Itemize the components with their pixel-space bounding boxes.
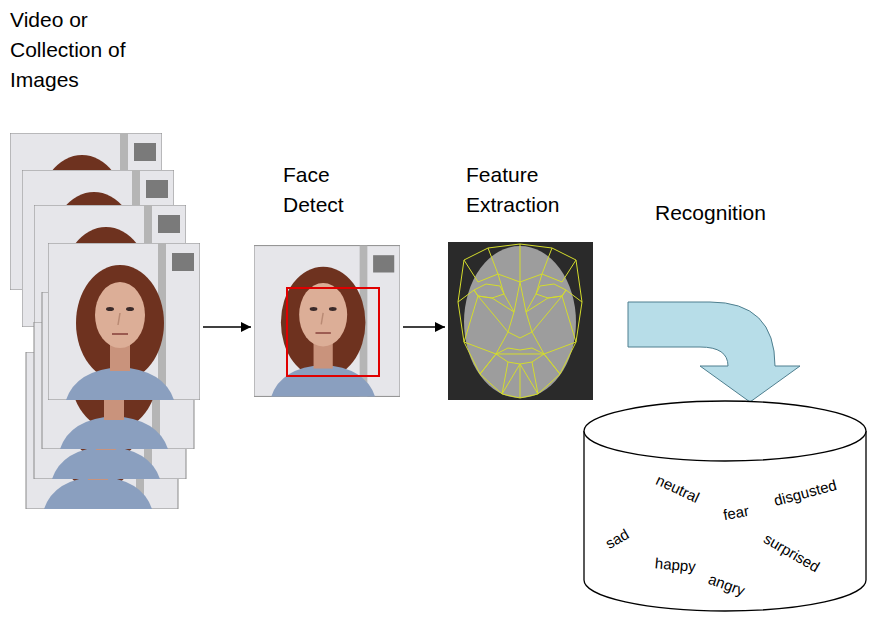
face-detect-step: Face Detect	[254, 160, 400, 400]
face-box	[287, 288, 379, 376]
step-heading: Recognition	[655, 198, 766, 228]
step-heading: Video or Collection of Images	[10, 5, 155, 95]
arrow-head	[241, 322, 251, 332]
video-frame	[48, 243, 200, 400]
curved-block-arrow	[628, 302, 800, 402]
emotion-database: neutralfeardisgustedsadhappyangrysurpris…	[583, 400, 867, 612]
flow-arrow	[203, 322, 251, 332]
step-heading: Feature Extraction	[466, 160, 586, 220]
feature-mesh	[448, 242, 593, 400]
cylinder-top	[584, 401, 866, 461]
block-arrow	[628, 302, 800, 402]
flow-arrow	[403, 322, 445, 332]
arrow-head	[435, 322, 445, 332]
mesh-lines	[458, 244, 582, 398]
feature-step: Feature Extraction	[448, 160, 593, 400]
mesh-ground	[448, 242, 593, 400]
emotion-label: happy	[654, 554, 696, 574]
detect-photo	[254, 246, 400, 397]
video-frames: Video or Collection of Images	[10, 5, 200, 510]
step-heading: Face Detect	[283, 160, 373, 220]
